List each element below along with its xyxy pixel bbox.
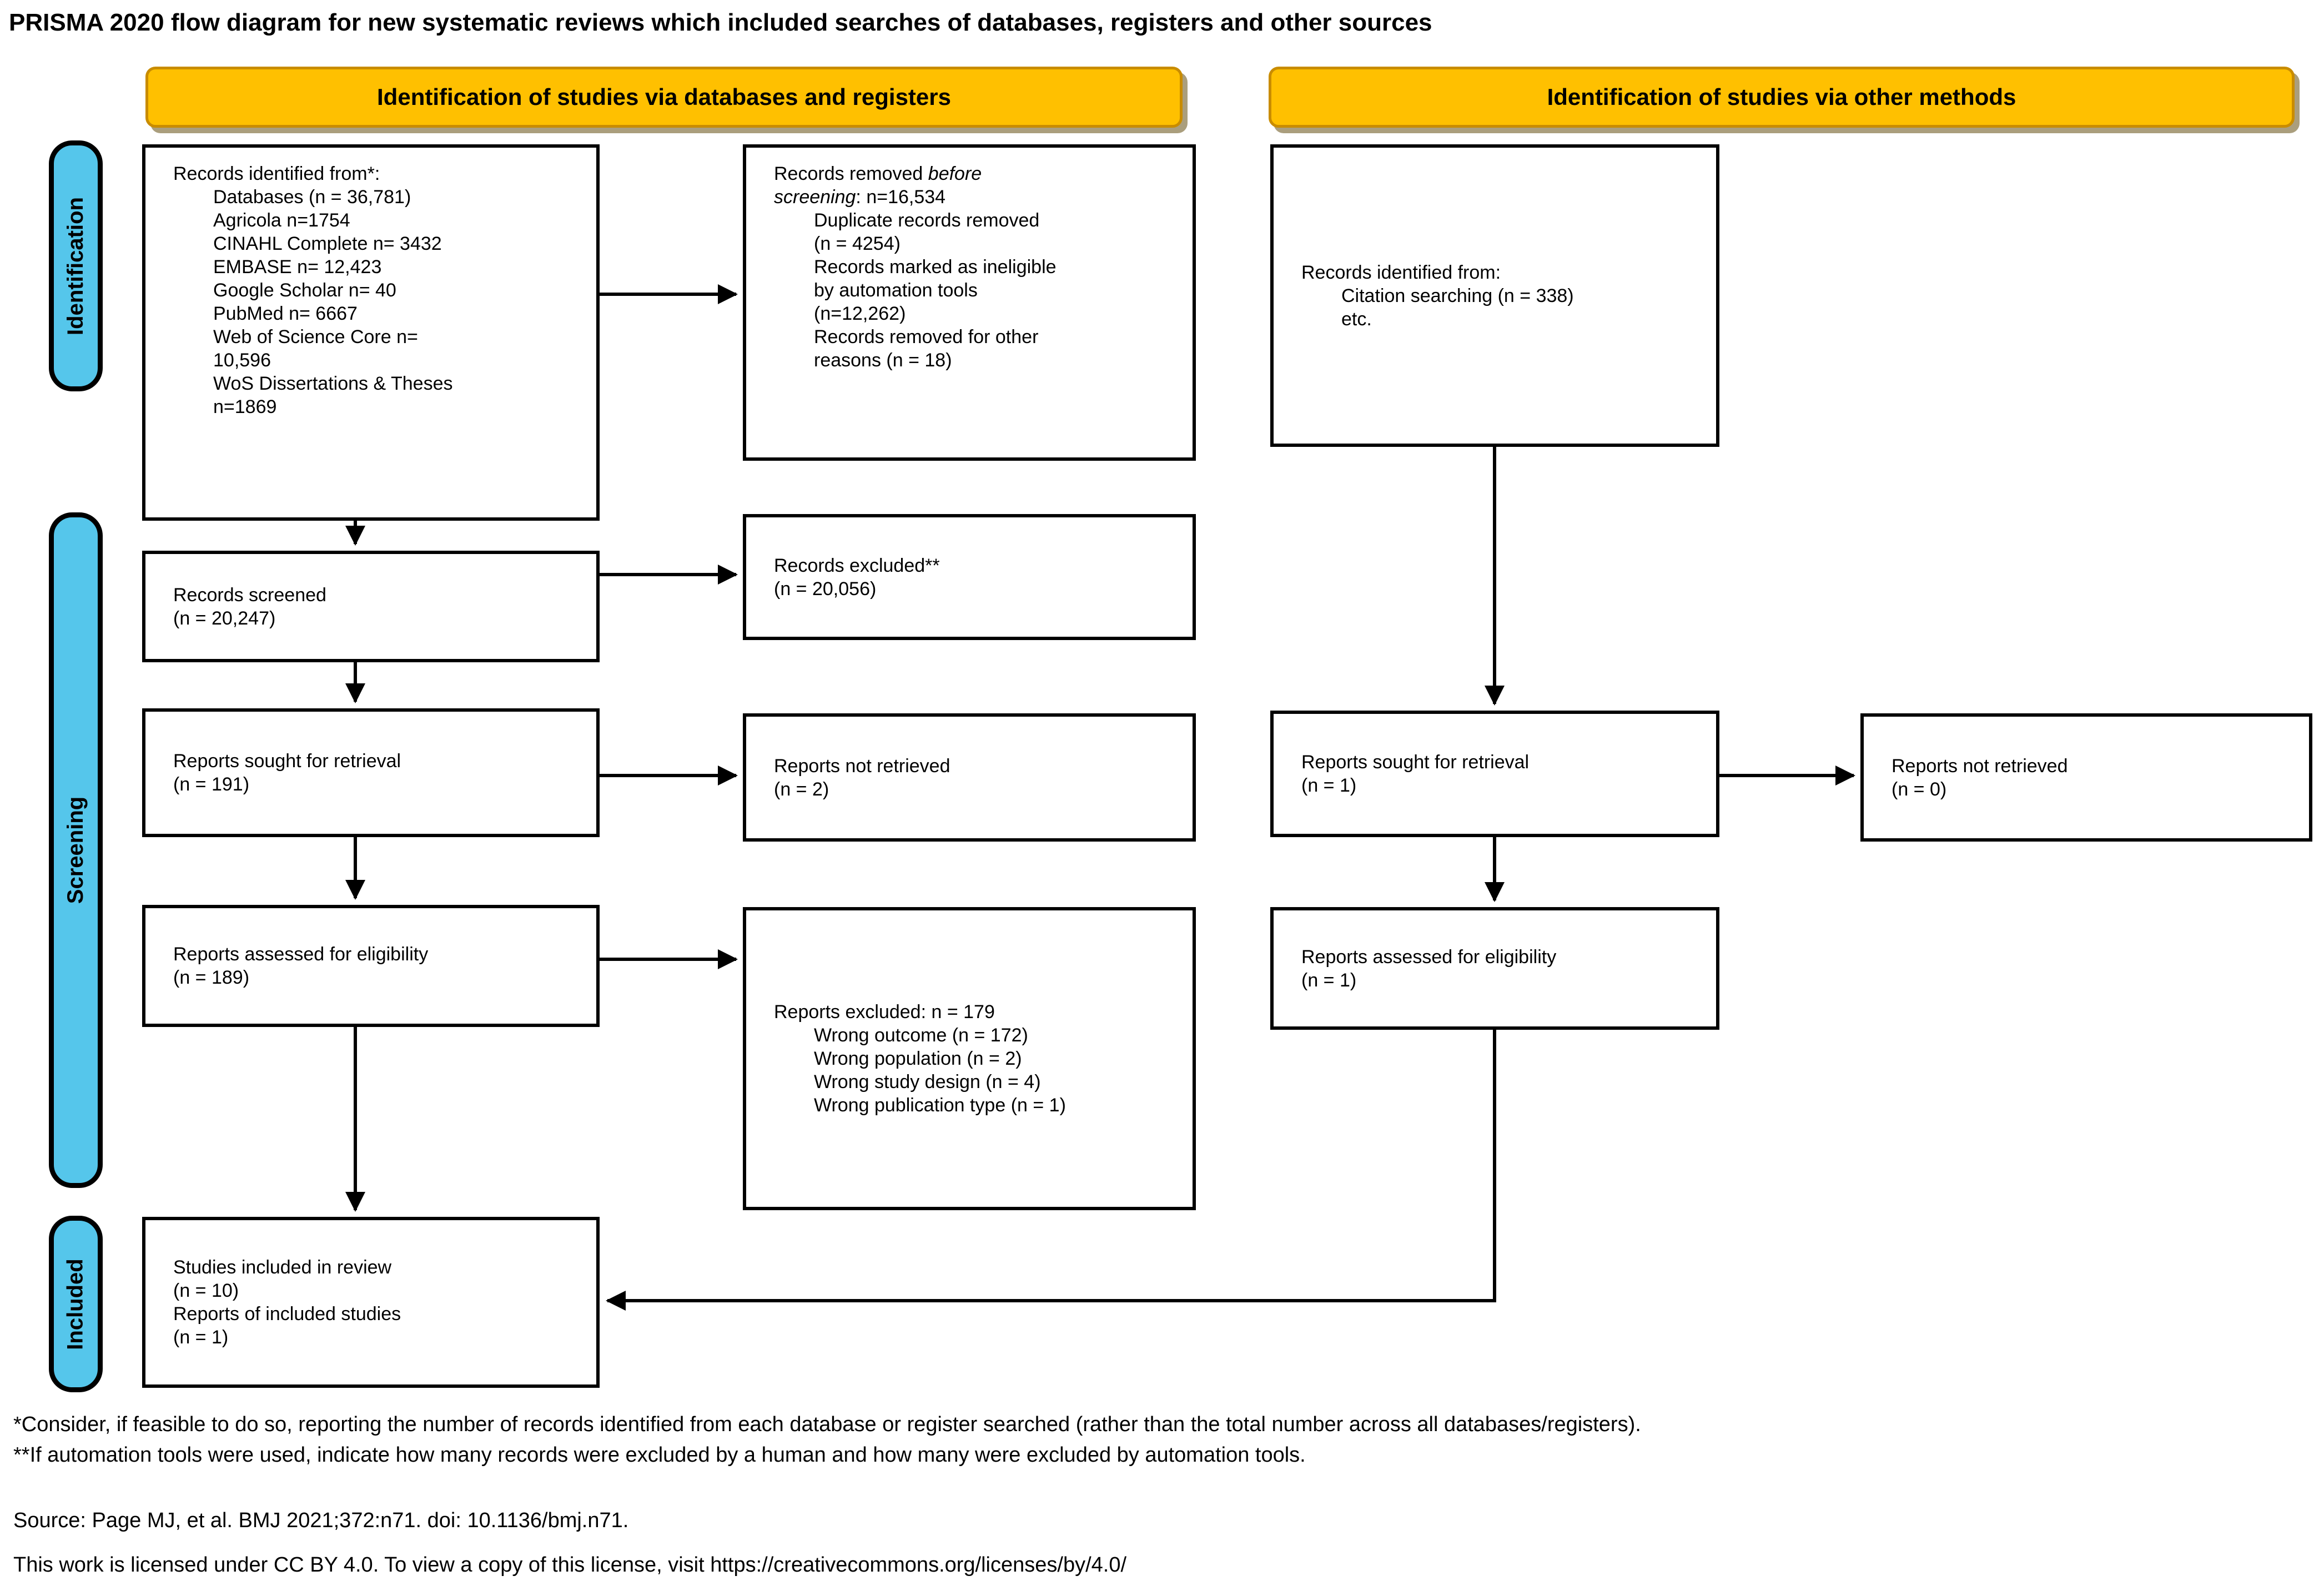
- node-records-identified-other: Records identified from: Citation search…: [1270, 144, 1719, 447]
- text-line: Reports sought for retrieval: [173, 751, 401, 772]
- stage-screening-label: Screening: [63, 796, 88, 904]
- node-reports-sought-databases: Reports sought for retrieval(n = 191): [142, 708, 600, 837]
- node-records-removed: Records removed before screening: n=16,5…: [743, 144, 1196, 461]
- text-line: (n = 191): [173, 774, 250, 795]
- text-line: (n = 0): [1892, 778, 1947, 800]
- footnote-double-asterisk: **If automation tools were used, indicat…: [13, 1443, 1306, 1467]
- banner-databases-registers: Identification of studies via databases …: [145, 67, 1183, 128]
- node-lines: Records screened(n = 20,247): [145, 554, 596, 659]
- text-line: Web of Science Core n=: [213, 326, 418, 348]
- stage-screening: Screening: [49, 512, 103, 1188]
- node-reports-assessed-databases: Reports assessed for eligibility(n = 189…: [142, 905, 600, 1027]
- node-lines: Reports assessed for eligibility(n = 1): [1274, 910, 1716, 1026]
- text-line: Citation searching (n = 338): [1341, 285, 1574, 306]
- text-line: (n = 1): [1301, 969, 1357, 991]
- text-line: Reports not retrieved: [774, 755, 950, 777]
- text-line: EMBASE n= 12,423: [213, 256, 382, 278]
- text-line: Wrong population (n = 2): [814, 1048, 1022, 1069]
- text-line: WoS Dissertations & Theses: [213, 373, 453, 394]
- source-citation: Source: Page MJ, et al. BMJ 2021;372:n71…: [13, 1509, 629, 1532]
- page-title: PRISMA 2020 flow diagram for new systema…: [9, 9, 1432, 36]
- text-line: (n = 10): [173, 1280, 239, 1301]
- node-reports-sought-other: Reports sought for retrieval(n = 1): [1270, 711, 1719, 837]
- node-lines: Reports not retrieved(n = 2): [746, 717, 1193, 838]
- text-line: Wrong outcome (n = 172): [814, 1025, 1028, 1046]
- text-line: Duplicate records removed: [814, 210, 1040, 231]
- node-reports-excluded: Reports excluded: n = 179 Wrong outcome …: [743, 907, 1196, 1210]
- text-line: (n = 1): [173, 1327, 229, 1348]
- node-lines: Records excluded**(n = 20,056): [746, 517, 1193, 637]
- text-line: Wrong publication type (n = 1): [814, 1095, 1066, 1116]
- node-title: Reports excluded: n = 179: [774, 1001, 995, 1023]
- node-title: Records identified from:: [1301, 261, 1501, 283]
- text-line: Reports assessed for eligibility: [1301, 946, 1557, 968]
- title-italic: screening: [774, 187, 856, 208]
- text-line: Reports not retrieved: [1892, 755, 2068, 777]
- text-line: (n = 4254): [814, 233, 901, 254]
- title-part: : n=16,534: [856, 187, 946, 208]
- text-line: Wrong study design (n = 4): [814, 1071, 1041, 1092]
- node-lines: Studies included in review(n = 10)Report…: [145, 1220, 596, 1384]
- node-records-identified: Records identified from*: Databases (n =…: [142, 144, 600, 521]
- stage-identification-label: Identification: [63, 197, 88, 335]
- text-line: PubMed n= 6667: [213, 303, 358, 324]
- node-detail-lines: Duplicate records removed(n = 4254)Recor…: [774, 209, 1179, 372]
- node-title: Records identified from*:: [173, 163, 380, 184]
- banner-other-methods-label: Identification of studies via other meth…: [1547, 84, 2016, 110]
- text-line: (n = 2): [774, 778, 829, 800]
- node-records-screened: Records screened(n = 20,247): [142, 551, 600, 662]
- text-line: Records excluded**: [774, 555, 940, 576]
- node-lines: Reports not retrieved(n = 0): [1864, 717, 2309, 838]
- banner-other-methods: Identification of studies via other meth…: [1269, 67, 2295, 128]
- license-note: This work is licensed under CC BY 4.0. T…: [13, 1553, 1127, 1577]
- text-line: Records marked as ineligible: [814, 256, 1057, 278]
- text-line: etc.: [1341, 308, 1372, 330]
- text-line: Reports assessed for eligibility: [173, 944, 429, 965]
- footnote-asterisk: *Consider, if feasible to do so, reporti…: [13, 1413, 1641, 1436]
- node-reports-not-retrieved-databases: Reports not retrieved(n = 2): [743, 713, 1196, 842]
- node-detail-lines: Citation searching (n = 338)etc.: [1301, 284, 1703, 331]
- text-line: reasons (n = 18): [814, 350, 952, 371]
- node-title: Records removed before screening: n=16,5…: [774, 162, 1179, 209]
- node-studies-included: Studies included in review(n = 10)Report…: [142, 1217, 600, 1388]
- node-lines: Reports sought for retrieval(n = 1): [1274, 714, 1716, 834]
- title-part: Records removed: [774, 163, 928, 184]
- node-reports-not-retrieved-other: Reports not retrieved(n = 0): [1860, 713, 2312, 842]
- text-line: Google Scholar n= 40: [213, 280, 396, 301]
- text-line: Records removed for other: [814, 326, 1039, 348]
- stage-identification: Identification: [49, 140, 103, 391]
- text-line: by automation tools: [814, 280, 978, 301]
- node-lines: Reports assessed for eligibility(n = 189…: [145, 908, 596, 1024]
- text-line: Reports of included studies: [173, 1303, 401, 1325]
- text-line: (n=12,262): [814, 303, 906, 324]
- title-italic: before: [928, 163, 982, 184]
- text-line: n=1869: [213, 396, 277, 417]
- stage-included-label: Included: [63, 1258, 88, 1350]
- text-line: Studies included in review: [173, 1257, 392, 1278]
- banner-databases-registers-label: Identification of studies via databases …: [377, 84, 951, 110]
- text-line: Databases (n = 36,781): [213, 187, 411, 208]
- text-line: Reports sought for retrieval: [1301, 752, 1530, 773]
- text-line: (n = 1): [1301, 775, 1357, 796]
- node-detail-lines: Wrong outcome (n = 172)Wrong population …: [774, 1024, 1179, 1117]
- text-line: (n = 20,056): [774, 578, 877, 600]
- text-line: Records screened: [173, 584, 326, 606]
- text-line: (n = 20,247): [173, 607, 276, 629]
- text-line: (n = 189): [173, 967, 250, 988]
- text-line: 10,596: [213, 350, 271, 371]
- node-reports-assessed-other: Reports assessed for eligibility(n = 1): [1270, 907, 1719, 1030]
- text-line: CINAHL Complete n= 3432: [213, 233, 442, 254]
- node-lines: Reports sought for retrieval(n = 191): [145, 712, 596, 834]
- text-line: Agricola n=1754: [213, 210, 350, 231]
- node-records-excluded: Records excluded**(n = 20,056): [743, 514, 1196, 640]
- stage-included: Included: [49, 1216, 103, 1392]
